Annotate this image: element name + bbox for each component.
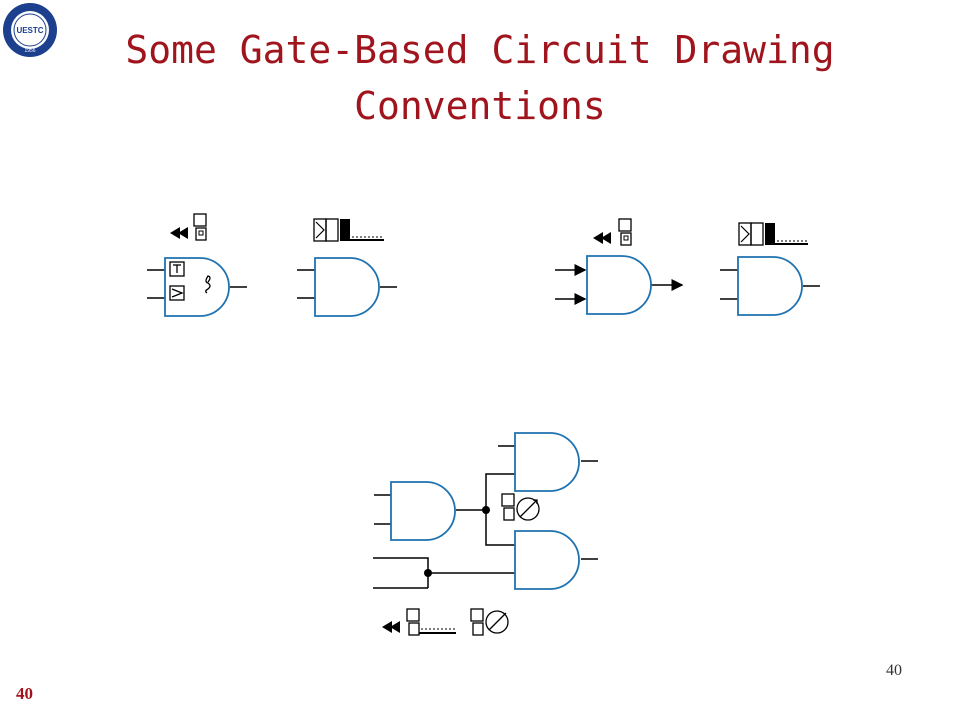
junction-dot-2 (424, 569, 432, 577)
circuit-wires (373, 445, 598, 589)
gate-example-3 (555, 264, 684, 305)
and-gate-6 (514, 432, 580, 492)
label-glyph-5 (501, 493, 540, 521)
and-gate-3 (586, 255, 652, 315)
and-gate-1 (164, 257, 230, 317)
logo-year: 1956 (24, 48, 35, 54)
gate-example-4 (720, 269, 820, 300)
label-glyph-3 (593, 218, 632, 246)
label-glyph-4 (738, 222, 808, 246)
title-line-1: Some Gate-Based Circuit Drawing (125, 28, 835, 72)
symbol-glyphs-1 (169, 261, 211, 301)
and-gate-7 (514, 530, 580, 590)
gate-example-2 (297, 269, 397, 299)
gate-example-1 (147, 269, 247, 299)
junction-dot-1 (482, 506, 490, 514)
slide-number: 40 (16, 684, 33, 703)
and-gate-2 (314, 257, 380, 317)
title-line-2: Conventions (354, 84, 606, 128)
and-gate-4 (737, 256, 803, 316)
label-glyph-1 (170, 213, 207, 241)
page-number: 40 (886, 662, 902, 679)
and-gate-5 (390, 481, 456, 541)
label-glyph-6 (382, 608, 509, 636)
university-logo: UESTC 1956 (3, 3, 57, 57)
label-glyph-2 (313, 218, 384, 242)
slide-title: Some Gate-Based Circuit Drawing Conventi… (60, 22, 900, 134)
logo-text: UESTC (16, 26, 43, 35)
